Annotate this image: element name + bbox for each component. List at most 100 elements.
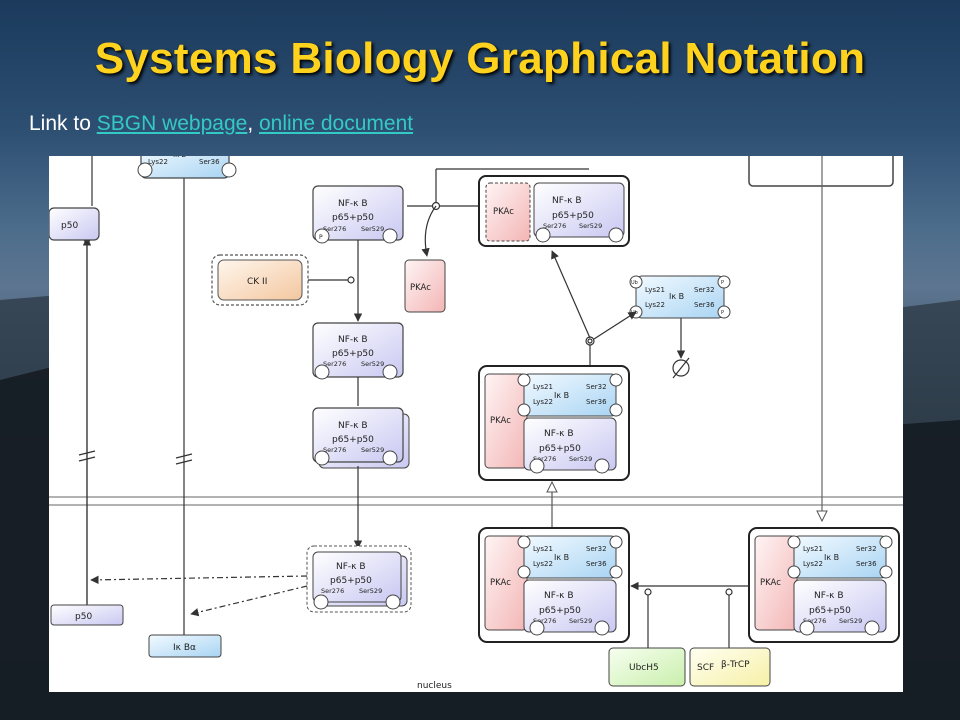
svg-text:p65+p50: p65+p50 bbox=[332, 213, 374, 223]
svg-text:Ub: Ub bbox=[631, 280, 638, 286]
svg-text:Lys22: Lys22 bbox=[533, 560, 553, 568]
svg-text:β-TrCP: β-TrCP bbox=[721, 660, 750, 670]
sbgn-webpage-link[interactable]: SBGN webpage bbox=[96, 112, 248, 135]
dissociation-dashed-arrows bbox=[90, 575, 308, 617]
link-prefix: Link to bbox=[29, 112, 97, 135]
svg-text:Lys21: Lys21 bbox=[645, 286, 665, 294]
nfkb-nuclear-multimer: NF-κ B p65+p50 Ser276 Ser529 bbox=[306, 545, 412, 613]
svg-text:Ser276: Ser276 bbox=[803, 617, 826, 625]
ikb-complex-top-left: Lys22 Iκ B Ser36 bbox=[137, 156, 237, 179]
svg-text:UbcH5: UbcH5 bbox=[629, 663, 659, 673]
svg-text:Iκ B: Iκ B bbox=[173, 156, 186, 159]
svg-text:NF-κ B: NF-κ B bbox=[544, 591, 574, 601]
svg-text:SCF: SCF bbox=[697, 663, 714, 673]
ikba-nucleus: Iκ Bα bbox=[148, 634, 222, 658]
svg-text:NF-κ B: NF-κ B bbox=[544, 429, 574, 439]
svg-text:Iκ Bα: Iκ Bα bbox=[173, 643, 196, 653]
svg-text:P: P bbox=[721, 310, 724, 316]
pkac-ikb-nfkb-complex-cytoplasm: PKAc Lys21 Lys22 Iκ B Ser32 Ser36 NF-κ B… bbox=[478, 365, 630, 481]
link-separator: , bbox=[247, 112, 259, 135]
sbgn-diagram: nucleus Lys22 Iκ B Ser36 p50 NF-κ B p65+… bbox=[49, 156, 903, 692]
svg-text:Ser32: Ser32 bbox=[694, 286, 715, 294]
p50-cytoplasm: p50 bbox=[49, 207, 100, 241]
svg-text:p65+p50: p65+p50 bbox=[809, 606, 851, 616]
nucleus-label: nucleus bbox=[417, 681, 452, 691]
svg-text:NF-κ B: NF-κ B bbox=[552, 196, 582, 206]
svg-text:Ser32: Ser32 bbox=[856, 545, 877, 553]
svg-text:Ser276: Ser276 bbox=[323, 446, 346, 454]
svg-text:Ser36: Ser36 bbox=[586, 398, 607, 406]
svg-text:NF-κ B: NF-κ B bbox=[814, 591, 844, 601]
svg-text:Lys22: Lys22 bbox=[803, 560, 823, 568]
svg-text:Lys22: Lys22 bbox=[533, 398, 553, 406]
svg-text:Ser529: Ser529 bbox=[569, 617, 592, 625]
ubch5-node: UbcH5 bbox=[608, 647, 686, 687]
svg-text:PKAc: PKAc bbox=[410, 283, 431, 293]
svg-text:Lys21: Lys21 bbox=[533, 545, 553, 553]
svg-text:Ser276: Ser276 bbox=[323, 225, 346, 233]
svg-text:Lys22: Lys22 bbox=[645, 301, 665, 309]
svg-text:NF-κ B: NF-κ B bbox=[336, 562, 366, 572]
nfkb-node-1: NF-κ B p65+p50 Ser276 Ser529 P bbox=[312, 185, 404, 244]
svg-text:NF-κ B: NF-κ B bbox=[338, 199, 368, 209]
svg-text:P: P bbox=[319, 234, 323, 241]
svg-text:Iκ B: Iκ B bbox=[669, 292, 684, 301]
svg-text:Ser529: Ser529 bbox=[361, 360, 384, 368]
nuclear-membrane bbox=[49, 496, 903, 506]
svg-text:Lys21: Lys21 bbox=[803, 545, 823, 553]
svg-text:Iκ B: Iκ B bbox=[554, 553, 569, 562]
pka-source-arcs bbox=[407, 168, 589, 257]
svg-text:PKAc: PKAc bbox=[760, 578, 781, 588]
svg-text:Ser32: Ser32 bbox=[586, 383, 607, 391]
svg-text:Ser276: Ser276 bbox=[543, 222, 566, 230]
svg-text:NF-κ B: NF-κ B bbox=[338, 335, 368, 345]
pkac-nfkb-complex-top: PKAc NF-κ B p65+p50 Ser276 Ser529 bbox=[478, 175, 630, 247]
svg-text:Ser276: Ser276 bbox=[321, 587, 344, 595]
svg-text:Ser36: Ser36 bbox=[199, 158, 220, 166]
degradation-sink bbox=[672, 318, 690, 379]
svg-text:Ser529: Ser529 bbox=[579, 222, 602, 230]
ckii-modulation-line bbox=[308, 276, 355, 284]
nfkb-node-2: NF-κ B p65+p50 Ser276 Ser529 bbox=[312, 322, 404, 380]
svg-text:Ser276: Ser276 bbox=[533, 455, 556, 463]
link-line: Link to SBGN webpage, online document bbox=[29, 112, 413, 136]
svg-text:p50: p50 bbox=[61, 221, 78, 231]
svg-text:Ser529: Ser529 bbox=[839, 617, 862, 625]
dissociation-process bbox=[551, 250, 637, 366]
svg-text:p50: p50 bbox=[75, 612, 92, 622]
p50-nucleus: p50 bbox=[50, 604, 124, 626]
svg-text:p65+p50: p65+p50 bbox=[539, 444, 581, 454]
ubiquitination-process bbox=[630, 581, 749, 648]
svg-text:P: P bbox=[721, 280, 724, 286]
svg-text:Ser36: Ser36 bbox=[694, 301, 715, 309]
svg-text:Ser276: Ser276 bbox=[323, 360, 346, 368]
left-transport-lines bbox=[82, 156, 189, 636]
sbgn-diagram-svg: nucleus Lys22 Iκ B Ser36 p50 NF-κ B p65+… bbox=[49, 156, 903, 691]
svg-text:PKAc: PKAc bbox=[490, 416, 511, 426]
svg-text:Ser32: Ser32 bbox=[586, 545, 607, 553]
scf-btrcp-node: SCF β-TrCP bbox=[689, 647, 771, 687]
svg-text:Ser276: Ser276 bbox=[533, 617, 556, 625]
svg-text:p65+p50: p65+p50 bbox=[332, 349, 374, 359]
svg-text:Lys22: Lys22 bbox=[148, 158, 168, 166]
svg-text:p65+p50: p65+p50 bbox=[332, 435, 374, 445]
online-document-link[interactable]: online document bbox=[258, 112, 414, 135]
svg-text:Ser529: Ser529 bbox=[569, 455, 592, 463]
svg-text:Ser36: Ser36 bbox=[586, 560, 607, 568]
svg-text:Ser529: Ser529 bbox=[359, 587, 382, 595]
slide-title: Systems Biology Graphical Notation bbox=[94, 34, 866, 83]
ckii-node: CK II bbox=[211, 254, 309, 306]
svg-text:PKAc: PKAc bbox=[490, 578, 511, 588]
svg-text:p65+p50: p65+p50 bbox=[539, 606, 581, 616]
svg-text:Ser529: Ser529 bbox=[361, 225, 384, 233]
pkac-ikb-nfkb-complex-nucleus-2: PKAc Lys21 Lys22 Iκ B Ser32 Ser36 NF-κ B… bbox=[748, 527, 900, 643]
svg-text:Ser36: Ser36 bbox=[856, 560, 877, 568]
nfkb-node-3-multimer: NF-κ B p65+p50 Ser276 Ser529 bbox=[312, 407, 410, 469]
svg-text:Ser529: Ser529 bbox=[361, 446, 384, 454]
svg-text:p65+p50: p65+p50 bbox=[552, 211, 594, 221]
line-break-marks bbox=[78, 450, 193, 465]
svg-text:p65+p50: p65+p50 bbox=[330, 576, 372, 586]
pkac-free-node: PKAc bbox=[404, 259, 446, 313]
pkac-ikb-nfkb-complex-nucleus-1: PKAc Lys21 Lys22 Iκ B Ser32 Ser36 NF-κ B… bbox=[478, 527, 630, 643]
svg-text:CK II: CK II bbox=[247, 277, 267, 287]
